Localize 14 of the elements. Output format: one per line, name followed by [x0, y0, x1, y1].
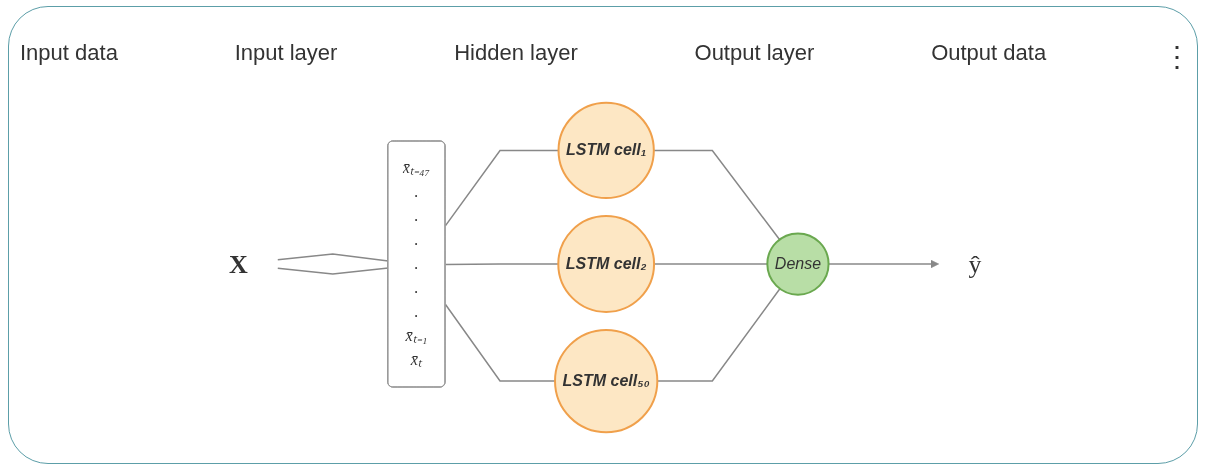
column-heading: Input data [20, 40, 118, 67]
node-circle: LSTM cell₁ [557, 101, 656, 200]
node-circle: LSTM cell₂ [557, 215, 656, 313]
node-text: ŷ [968, 249, 982, 279]
arrow [828, 259, 940, 269]
node-text: X [229, 249, 248, 279]
column-heading: Output data [931, 40, 1047, 67]
node-circle: LSTM cell₅₀ [554, 328, 659, 434]
column-heading: Output layer [694, 40, 815, 67]
ellipsis-dots: ⋮ [1162, 40, 1191, 73]
node-circle: Dense [766, 232, 830, 296]
column-heading: Hidden layer [454, 40, 578, 67]
connector [444, 303, 556, 382]
column-heading: Input layer [234, 40, 338, 67]
